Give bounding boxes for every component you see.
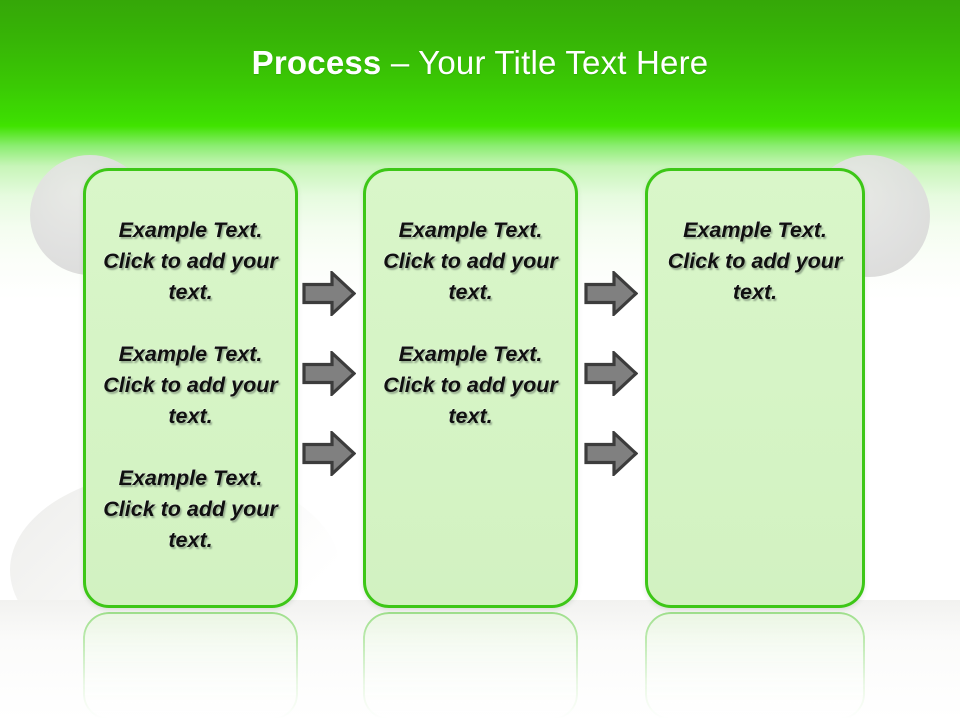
arrow-right-icon-2a bbox=[584, 271, 638, 316]
process-box-1-text-3: Example Text. Click to add your text. bbox=[103, 466, 278, 552]
page-title-bold: Process bbox=[251, 44, 382, 81]
reflection-box-3 bbox=[645, 612, 865, 720]
reflection-box-2 bbox=[363, 612, 578, 720]
process-box-1[interactable]: Example Text. Click to add your text. Ex… bbox=[83, 168, 298, 608]
arrow-right-icon-1c bbox=[302, 431, 356, 476]
process-box-2[interactable]: Example Text. Click to add your text. Ex… bbox=[363, 168, 578, 608]
process-box-1-text-2: Example Text. Click to add your text. bbox=[103, 342, 278, 428]
arrow-right-icon-1b bbox=[302, 351, 356, 396]
arrow-right-icon-2c bbox=[584, 431, 638, 476]
process-box-2-text-1: Example Text. Click to add your text. bbox=[383, 218, 558, 304]
process-box-3-text-1: Example Text. Click to add your text. bbox=[667, 218, 843, 304]
reflection-box-1 bbox=[83, 612, 298, 720]
page-title: Process – Your Title Text Here bbox=[0, 42, 960, 84]
arrow-right-icon-2b bbox=[584, 351, 638, 396]
process-box-1-text-1: Example Text. Click to add your text. bbox=[103, 218, 278, 304]
arrow-right-icon-1a bbox=[302, 271, 356, 316]
process-box-3[interactable]: Example Text. Click to add your text. bbox=[645, 168, 865, 608]
page-title-rest: – Your Title Text Here bbox=[381, 44, 709, 81]
process-box-2-text-2: Example Text. Click to add your text. bbox=[383, 342, 558, 428]
